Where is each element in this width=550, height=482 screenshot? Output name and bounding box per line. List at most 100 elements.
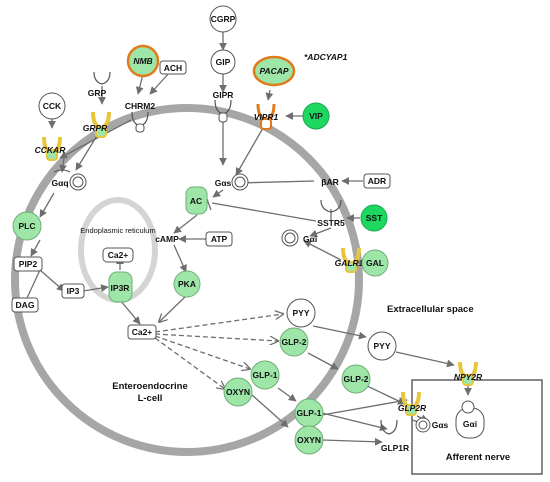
node-npy2r[interactable]: NPY2R	[454, 361, 483, 386]
node-adr[interactable]: ADR	[363, 173, 391, 189]
label-vipr1: VIPR1	[254, 112, 279, 122]
label-oxyn-outer: OXYN	[297, 435, 321, 445]
label-dag: DAG	[16, 300, 35, 310]
label-gai-mid: Gαi	[303, 234, 317, 244]
node-pka[interactable]: PKA	[173, 270, 201, 298]
label-plc: PLC	[19, 221, 36, 231]
node-nmb[interactable]: NMB	[126, 44, 160, 78]
node-glp2-outer[interactable]: GLP-2	[341, 364, 371, 394]
node-gal[interactable]: GAL	[361, 249, 389, 277]
label-galr1: GALR1	[335, 258, 364, 268]
label-glp2r: GLP2R	[398, 403, 427, 413]
node-glp2r[interactable]: GLP2R	[398, 391, 427, 416]
node-pacap[interactable]: PACAP	[252, 55, 296, 87]
label-pip2: PIP2	[19, 259, 38, 269]
label-ip3: IP3	[67, 286, 80, 296]
sstr5-receptor-icon	[320, 199, 342, 213]
node-gaq[interactable]: Gαq	[51, 169, 87, 191]
node-oxyn-outer[interactable]: OXYN	[294, 425, 324, 455]
node-ac[interactable]: AC	[185, 186, 208, 215]
label-gipr: GIPR	[213, 90, 234, 100]
node-grp[interactable]: GRP	[88, 71, 111, 98]
node-gas-top[interactable]: Gαs	[215, 173, 249, 191]
node-glp1r[interactable]: GLP1R	[380, 419, 409, 453]
label-camp: cAMP	[155, 234, 179, 244]
node-atp[interactable]: ATP	[205, 231, 233, 247]
node-camp[interactable]: cAMP	[155, 234, 179, 244]
label-sst: SST	[366, 213, 383, 223]
label-glp1-inner: GLP-1	[252, 370, 277, 380]
label-cgrp: CGRP	[211, 14, 236, 24]
label-pyy-inner: PYY	[292, 308, 309, 318]
node-glp1-inner[interactable]: GLP-1	[250, 360, 280, 390]
node-sstr5[interactable]: SSTR5	[317, 199, 345, 228]
label-gas-top: Gαs	[215, 178, 232, 188]
label-glp1-outer: GLP-1	[296, 408, 321, 418]
label-glp2-outer: GLP-2	[343, 374, 368, 384]
node-grpr[interactable]: GRPR	[83, 111, 111, 138]
label-grp: GRP	[88, 88, 107, 98]
label-cck: CCK	[43, 101, 62, 111]
grp-icon	[93, 71, 111, 85]
node-ach[interactable]: ACH	[159, 60, 187, 75]
node-ip3r[interactable]: IP3R	[108, 271, 133, 303]
cell-membrane	[11, 104, 363, 456]
node-chrm2[interactable]: CHRM2	[125, 101, 155, 133]
label-npy2r: NPY2R	[454, 372, 483, 382]
label-oxyn-inner: OXYN	[226, 387, 250, 397]
node-gai-mid[interactable]: Gαi	[281, 229, 317, 247]
label-glp1r: GLP1R	[381, 443, 409, 453]
node-dag[interactable]: DAG	[11, 297, 39, 313]
label-nmb: NMB	[133, 56, 152, 66]
label-pka: PKA	[178, 279, 196, 289]
edges	[26, 30, 472, 446]
node-gip[interactable]: GIP	[210, 49, 236, 75]
node-gipr[interactable]: GIPR	[213, 90, 234, 123]
node-ip3[interactable]: IP3	[61, 283, 85, 299]
node-gas-bottom[interactable]: Gαs	[415, 417, 449, 433]
label-ip3r: IP3R	[111, 283, 130, 293]
node-plc[interactable]: PLC	[12, 211, 42, 241]
node-pip2[interactable]: PIP2	[13, 256, 43, 272]
label-glp2-inner: GLP-2	[281, 337, 306, 347]
region-afferent-nerve: Afferent nerve	[446, 452, 510, 463]
region-lcell: L-cell	[138, 393, 163, 404]
label-gas-bottom: Gαs	[432, 420, 449, 430]
label-atp: ATP	[211, 234, 228, 244]
node-bar[interactable]: βAR	[321, 177, 338, 187]
node-glp2-inner[interactable]: GLP-2	[279, 327, 309, 357]
node-glp1-outer[interactable]: GLP-1	[294, 398, 324, 428]
node-vip[interactable]: VIP	[302, 102, 330, 130]
gai-bottom-protein-icon	[461, 400, 475, 414]
node-ca2-er[interactable]: Ca2+	[102, 247, 134, 263]
label-chrm2: CHRM2	[125, 101, 155, 111]
node-galr1[interactable]: GALR1	[335, 247, 364, 273]
node-pyy-inner[interactable]: PYY	[286, 298, 316, 328]
node-oxyn-inner[interactable]: OXYN	[223, 377, 253, 407]
node-vipr1[interactable]: VIPR1	[254, 103, 279, 130]
node-cck[interactable]: CCK	[38, 92, 66, 120]
label-ac: AC	[190, 196, 202, 206]
label-bar: βAR	[321, 177, 338, 187]
label-gai-bottom: Gαi	[463, 419, 477, 429]
label-cckar: CCKAR	[35, 145, 67, 155]
label-sstr5: SSTR5	[317, 218, 345, 228]
node-pyy-outer[interactable]: PYY	[367, 331, 397, 361]
node-cckar[interactable]: CCKAR	[35, 136, 67, 161]
er-title-line: Endoplasmic reticulum	[80, 226, 155, 235]
node-ca2-cyto[interactable]: Ca2+	[127, 324, 157, 340]
label-adr: ADR	[368, 176, 386, 186]
label-ach: ACH	[164, 63, 182, 73]
label-vip: VIP	[309, 111, 323, 121]
node-cgrp[interactable]: CGRP	[209, 5, 237, 33]
label-gaq: Gαq	[51, 178, 68, 188]
label-ca2-cyto: Ca2+	[132, 327, 153, 337]
label-gip: GIP	[216, 57, 231, 67]
node-sst[interactable]: SST	[360, 204, 388, 232]
node-gai-bottom[interactable]: Gαi	[455, 400, 485, 439]
label-gal: GAL	[366, 258, 384, 268]
afferent-nerve-box	[411, 379, 543, 475]
label-grpr: GRPR	[83, 123, 108, 133]
label-ca2-er: Ca2+	[108, 250, 129, 260]
